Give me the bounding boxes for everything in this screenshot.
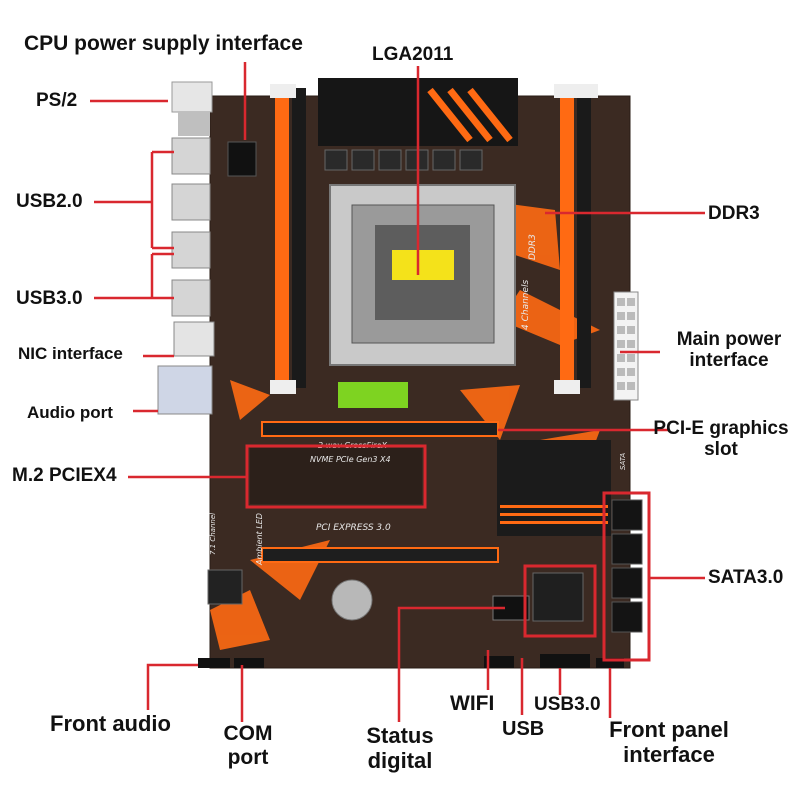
silkscreen-nvme: NVME PCIe Gen3 X4 bbox=[310, 455, 391, 464]
silkscreen-ambient: Ambient LED bbox=[255, 513, 264, 566]
audio-codec-chip bbox=[207, 569, 243, 605]
label-cpu-power-supply: CPU power supply interface bbox=[24, 32, 303, 55]
front-audio-header bbox=[198, 658, 230, 668]
sata-connectors bbox=[611, 499, 643, 633]
heatsink-stripes bbox=[427, 87, 513, 143]
usb30-header bbox=[540, 654, 590, 668]
m2-slot-area bbox=[250, 448, 422, 504]
chipset-stripes bbox=[500, 505, 608, 524]
label-main-power-interface: Main power interface bbox=[676, 329, 782, 372]
usb30-port-shape-1 bbox=[171, 231, 211, 269]
front-panel-header bbox=[596, 658, 624, 668]
label-audio-port: Audio port bbox=[27, 403, 113, 422]
label-sata30: SATA3.0 bbox=[708, 567, 784, 588]
label-com-port: COM port bbox=[223, 722, 273, 769]
silkscreen-channels: 4 Channels bbox=[521, 279, 531, 330]
io-controller-chip bbox=[532, 572, 584, 622]
label-front-panel-interface: Front panel interface bbox=[609, 717, 729, 767]
label-pcie-graphics-slot: PCI-E graphics slot bbox=[653, 418, 789, 461]
chipset-heatsink bbox=[497, 440, 611, 536]
ps2-port-shape-2 bbox=[178, 112, 210, 136]
pcie-slot-1 bbox=[261, 421, 499, 437]
label-ddr3: DDR3 bbox=[708, 203, 760, 224]
label-usb30-front: USB3.0 bbox=[534, 694, 601, 715]
silkscreen-71-channel: 7.1 Channel bbox=[209, 513, 217, 555]
main-power-pins bbox=[617, 298, 635, 390]
audio-port-shape bbox=[157, 365, 213, 415]
silkscreen-pci-express: PCI EXPRESS 3.0 bbox=[316, 523, 391, 533]
usb20-port-shape-2 bbox=[171, 183, 211, 221]
cpu-socket-yellow bbox=[392, 250, 454, 280]
vrm-chokes bbox=[324, 149, 483, 171]
label-status-digital: Status digital bbox=[366, 723, 434, 773]
cmos-battery bbox=[331, 579, 373, 621]
ps2-port-shape bbox=[171, 81, 213, 113]
cpu-power-connector bbox=[227, 141, 257, 177]
label-front-audio: Front audio bbox=[50, 711, 171, 736]
silkscreen-ddr3: DDR3 bbox=[528, 234, 538, 260]
com-header bbox=[234, 658, 264, 668]
leader-lines bbox=[90, 62, 705, 722]
silkscreen-sata: SATA bbox=[619, 453, 627, 470]
label-lga2011: LGA2011 bbox=[372, 44, 454, 65]
label-usb30-rear: USB3.0 bbox=[16, 288, 83, 309]
dimm-slots-right bbox=[554, 84, 598, 394]
status-callout-box bbox=[523, 564, 597, 638]
label-ps2: PS/2 bbox=[36, 90, 78, 111]
usb20-port-shape-1 bbox=[171, 137, 211, 175]
green-component bbox=[338, 382, 408, 408]
label-wifi: WIFI bbox=[450, 692, 495, 715]
pcie-slot-2 bbox=[261, 547, 499, 563]
sata-callout-box bbox=[602, 491, 651, 662]
label-m2-pciex4: M.2 PCIEX4 bbox=[12, 465, 117, 486]
label-usb: USB bbox=[502, 718, 545, 740]
usb-header bbox=[484, 656, 514, 668]
nic-port-shape bbox=[173, 321, 215, 357]
dimm-slots-left bbox=[270, 84, 306, 394]
usb30-port-shape-2 bbox=[171, 279, 211, 317]
label-nic-interface: NIC interface bbox=[18, 344, 123, 363]
label-usb20: USB2.0 bbox=[16, 191, 83, 212]
